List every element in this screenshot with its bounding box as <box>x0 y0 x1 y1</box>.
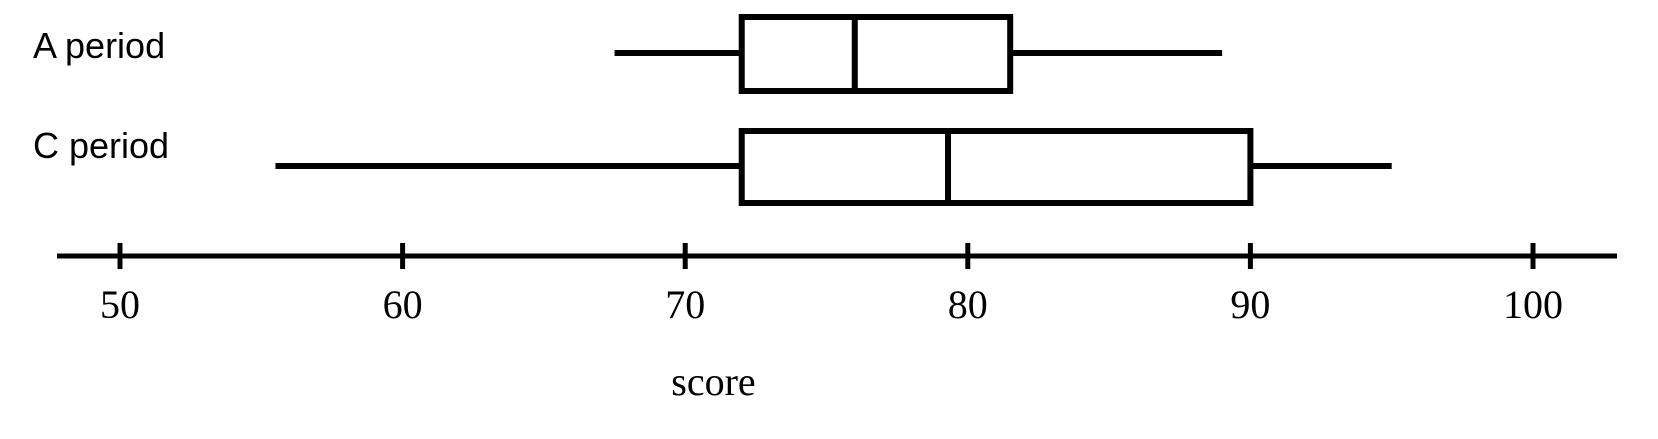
x-axis-tick-label-80: 80 <box>947 282 988 327</box>
category-label-c-period: C period <box>33 125 170 166</box>
category-label-a-period: A period <box>33 25 166 66</box>
x-axis-tick-label-70: 70 <box>665 282 706 327</box>
x-axis-tick-label-50: 50 <box>100 282 140 327</box>
box-a-period <box>738 14 1014 94</box>
box-c-period <box>738 128 1254 206</box>
x-axis-tick-label-90: 90 <box>1230 282 1271 327</box>
x-axis-tick-label-100: 100 <box>1503 282 1563 327</box>
x-axis-tick-label-60: 60 <box>382 282 423 327</box>
axis-title-score: score <box>671 359 756 404</box>
